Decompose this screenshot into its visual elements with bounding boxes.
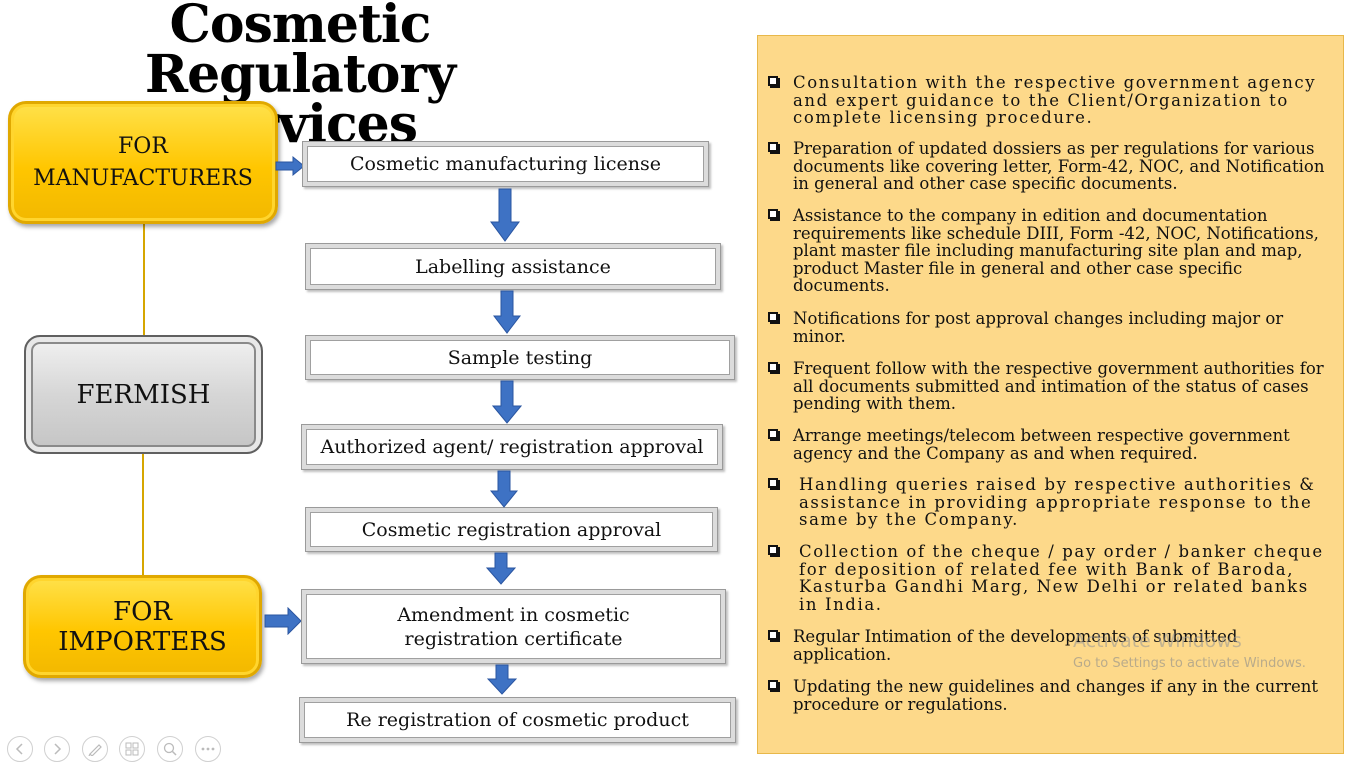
service-text: Regular Intimation of the developments o… [793,627,1238,664]
for-manufacturers-line-1: FOR [118,133,168,159]
checkbox-bullet-icon [768,312,778,322]
service-text: Handling queries raised by respective au… [799,475,1316,529]
activation-watermark-subtitle: Go to Settings to activate Windows. [1073,656,1306,671]
for-manufacturers-box: FOR MANUFACTURERS [8,101,278,224]
step-box: Cosmetic manufacturing license [302,141,709,187]
connector-line-bottom [142,453,144,575]
checkbox-bullet-icon [768,76,778,86]
step-box: Labelling assistance [305,243,721,290]
see-all-slides-button[interactable] [119,736,145,762]
more-options-button[interactable] [195,736,221,762]
service-text: Preparation of updated dossiers as per r… [793,139,1325,193]
step-label: Authorized agent/ registration approval [320,436,704,458]
checkbox-bullet-icon [768,630,778,640]
title-line-1: Cosmetic Regulatory [144,0,456,105]
previous-slide-icon [15,743,23,755]
fermish-label: FERMISH [76,379,211,410]
checkbox-bullet-icon [768,209,778,219]
next-slide-button[interactable] [44,736,70,762]
service-text: Consultation with the respective governm… [793,73,1317,127]
services-panel: Consultation with the respective governm… [757,35,1344,754]
for-importers-box: FOR IMPORTERS [23,575,262,678]
step-box: Amendment in cosmetic registration certi… [301,589,726,664]
checkbox-bullet-icon [768,478,778,488]
step-label: Labelling assistance [415,255,611,278]
fermish-box: FERMISH [24,335,263,454]
pen-icon [88,744,102,756]
checkbox-bullet-icon [768,362,778,372]
service-text: Arrange meetings/telecom between respect… [793,426,1290,463]
next-slide-icon [54,743,62,755]
step-box: Cosmetic registration approval [305,507,718,552]
more-icon [201,747,215,751]
down-arrow-icon [490,188,520,242]
service-text: Collection of the cheque / pay order / b… [799,542,1324,614]
zoom-icon [163,742,177,756]
for-manufacturers-line-2: MANUFACTURERS [33,165,253,191]
checkbox-bullet-icon [768,545,778,555]
checkbox-bullet-icon [768,429,778,439]
service-text: Updating the new guidelines and changes … [793,677,1319,714]
previous-slide-button[interactable] [7,736,33,762]
zoom-button[interactable] [157,736,183,762]
pen-tool-button[interactable] [82,736,108,762]
step-box: Sample testing [305,335,735,380]
right-arrow-icon [275,155,305,177]
service-text: Notifications for post approval changes … [793,309,1284,346]
down-arrow-icon [486,552,516,585]
slides-grid-icon [125,742,139,756]
service-text: Assistance to the company in edition and… [793,206,1319,295]
service-text: Frequent follow with the respective gove… [793,359,1324,413]
down-arrow-icon [492,380,522,424]
step-box: Authorized agent/ registration approval [301,424,723,470]
step-label: Cosmetic registration approval [361,518,662,541]
activation-watermark-title: Activate Windows [1073,630,1242,652]
down-arrow-icon [487,664,517,695]
step-label: Amendment in cosmetic registration certi… [397,603,630,650]
step-label: Sample testing [447,346,593,369]
right-arrow-icon [264,607,302,635]
checkbox-bullet-icon [768,142,778,152]
down-arrow-icon [493,290,521,334]
step-box: Re registration of cosmetic product [299,697,736,743]
step-label: Re registration of cosmetic product [346,709,689,731]
down-arrow-icon [490,470,518,508]
step-label: Cosmetic manufacturing license [350,153,661,175]
connector-line-top [143,222,145,336]
for-importers-label: FOR IMPORTERS [58,596,227,657]
checkbox-bullet-icon [768,680,778,690]
